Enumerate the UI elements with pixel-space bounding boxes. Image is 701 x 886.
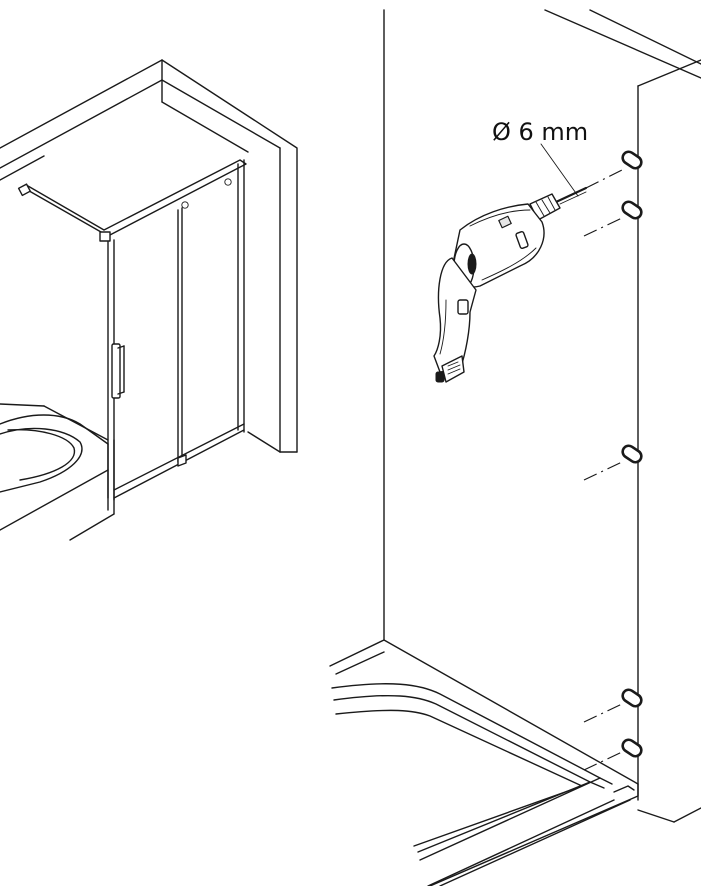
power-drill-icon — [433, 186, 588, 383]
overview-handle — [111, 343, 125, 399]
drill-hole-3 — [583, 444, 643, 481]
bath-enclosure-overview — [0, 59, 298, 541]
overview-bathtub — [0, 403, 115, 541]
wall-bottom-edge — [637, 809, 675, 823]
wall-corner-top — [637, 59, 701, 87]
drill-holes — [583, 150, 643, 771]
drill-hole-1 — [585, 150, 643, 189]
shower-tray — [329, 639, 639, 886]
wall-detail: Ø 6 mm — [329, 9, 701, 886]
drill-hole-4 — [583, 688, 643, 723]
callout-leader-line — [540, 143, 579, 197]
drill-hole-2 — [583, 200, 643, 237]
overview-glass-panels — [107, 207, 245, 501]
wall-top-edge — [544, 9, 701, 79]
overview-top-rail — [17, 159, 247, 433]
wall-bottom-edge-2 — [673, 807, 701, 823]
overview-wall — [0, 59, 298, 453]
drill-hole-5 — [583, 738, 643, 771]
wall-top-edge-back — [589, 9, 701, 65]
drill-size-label: Ø 6 mm — [492, 118, 588, 146]
